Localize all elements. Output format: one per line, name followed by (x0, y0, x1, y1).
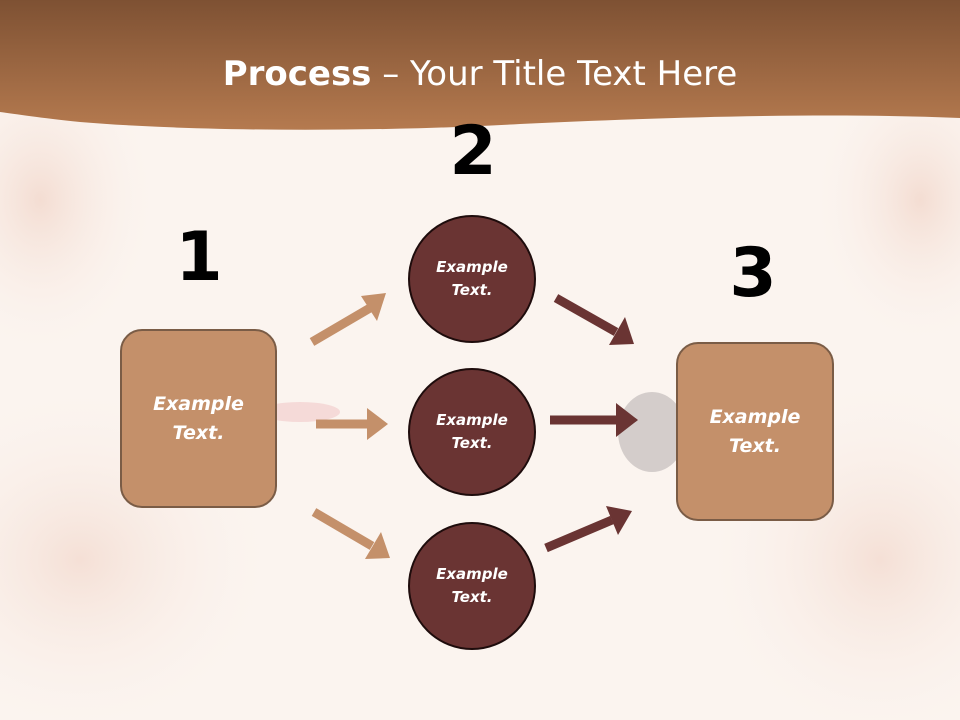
step-box-1: Example Text. (120, 329, 277, 508)
arrow-box1-to-circle-bottom (311, 508, 390, 559)
middle-circle-middle: Example Text. (408, 368, 536, 496)
middle-circle-bottom: Example Text. (408, 522, 536, 650)
arrow-circle-middle-to-box3 (550, 403, 638, 437)
slide-title: Process – Your Title Text Here (0, 52, 960, 96)
step-number-2: 2 (449, 112, 497, 191)
arrow-box1-to-circle-top (309, 293, 386, 346)
step-box-3: Example Text. (676, 342, 834, 521)
title-rest: – Your Title Text Here (371, 54, 738, 94)
title-bold: Process (222, 54, 372, 94)
arrow-box1-to-circle-middle (316, 408, 388, 440)
arrow-circle-top-to-box3 (553, 294, 634, 345)
arrow-circle-bottom-to-box3 (544, 506, 632, 553)
middle-circle-top: Example Text. (408, 215, 536, 343)
step-number-3: 3 (729, 234, 777, 313)
step-number-1: 1 (175, 218, 223, 297)
header-band (0, 0, 960, 130)
